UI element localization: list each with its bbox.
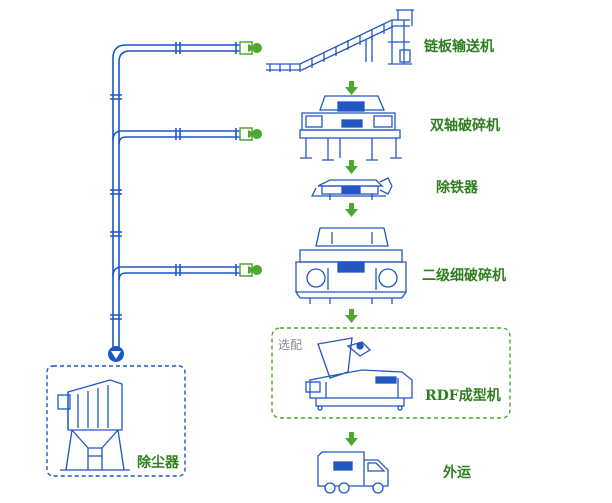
down-arrow-icon (345, 160, 358, 174)
process-arrows (345, 81, 358, 446)
twin-shaft-shredder-icon (299, 95, 402, 161)
down-arrow-icon (345, 309, 358, 323)
stage-label-chain-conveyor: 链板输送机 (424, 39, 494, 55)
secondary-fine-shredder-icon (295, 227, 407, 304)
suction-head-icon (239, 263, 262, 277)
suction-head-icon (239, 41, 262, 55)
stage-label-twin-shaft-shredder: 双轴破碎机 (430, 118, 500, 134)
suction-head-icon (239, 127, 262, 141)
stage-label-transport: 外运 (443, 465, 471, 481)
magnetic-separator-icon (310, 177, 393, 200)
rdf-pellet-machine-icon (305, 337, 413, 411)
dust-pipe-network (110, 42, 240, 350)
stage-label-rdf-machine: RDF成型机 (425, 388, 501, 404)
delivery-truck-icon (317, 451, 389, 494)
stage-label-iron-remover: 除铁器 (436, 180, 478, 196)
stage-label-secondary-shredder: 二级细破碎机 (422, 268, 506, 284)
chain-plate-conveyor-icon (266, 9, 414, 72)
pipe-down-arrow-icon (108, 346, 124, 362)
dust-collector-box (46, 365, 186, 477)
down-arrow-icon (345, 203, 358, 217)
bag-dust-collector-icon (57, 379, 130, 471)
optional-label: 选配 (278, 338, 303, 352)
down-arrow-icon (345, 432, 358, 446)
dust-collector-label: 除尘器 (137, 455, 179, 471)
down-arrow-icon (345, 81, 358, 95)
